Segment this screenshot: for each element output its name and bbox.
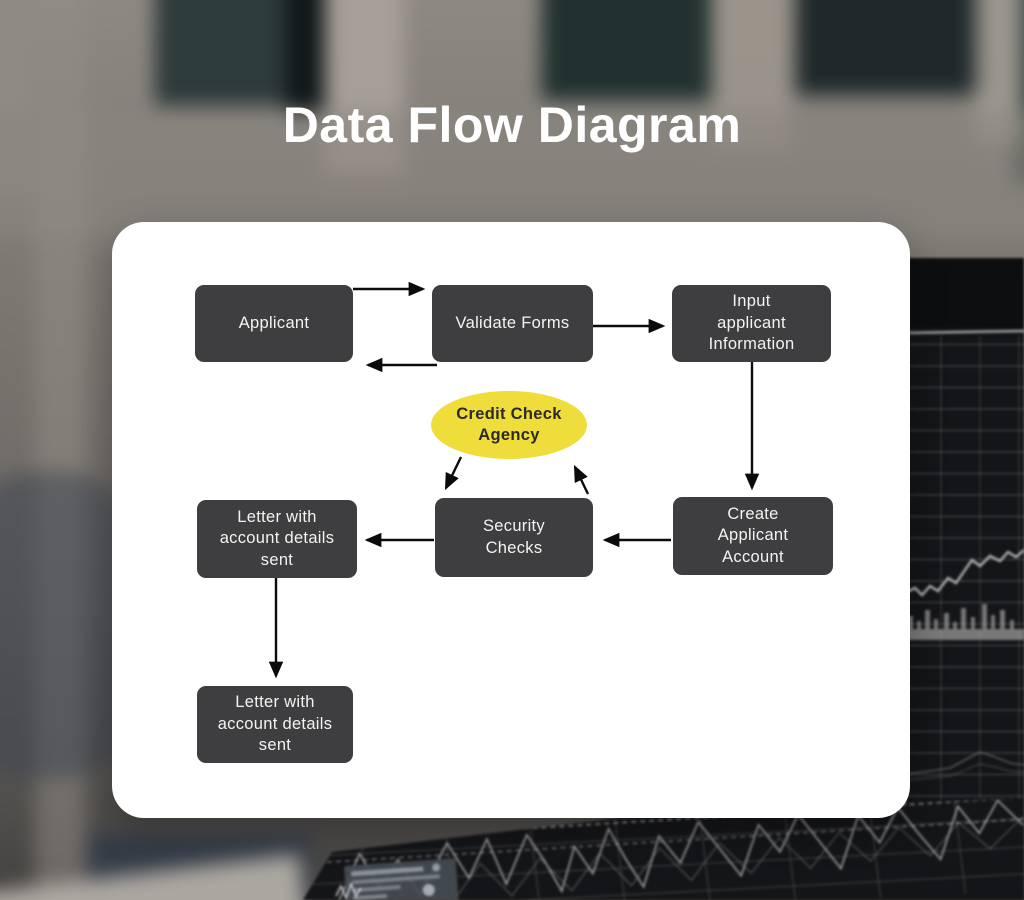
background-window [285, 0, 330, 111]
node-create-applicant-account: Create Applicant Account [673, 497, 833, 575]
background-window [541, 0, 712, 101]
node-security-checks: Security Checks [435, 498, 593, 577]
node-letter-with-account-details-sent-2: Letter with account details sent [197, 686, 353, 763]
page-title: Data Flow Diagram [282, 97, 742, 153]
background-window [796, 0, 987, 95]
background-wall-band [0, 110, 1024, 239]
right-monitor-chart [902, 258, 1024, 900]
node-credit-check-agency: Credit Check Agency [431, 391, 587, 459]
node-input-applicant-information: Input applicant Information [672, 285, 831, 362]
node-validate-forms: Validate Forms [432, 285, 593, 362]
node-applicant: Applicant [195, 285, 353, 362]
background-window [154, 0, 288, 106]
popup-window-smudge [344, 858, 459, 900]
node-letter-with-account-details-sent-1: Letter with account details sent [197, 500, 357, 578]
